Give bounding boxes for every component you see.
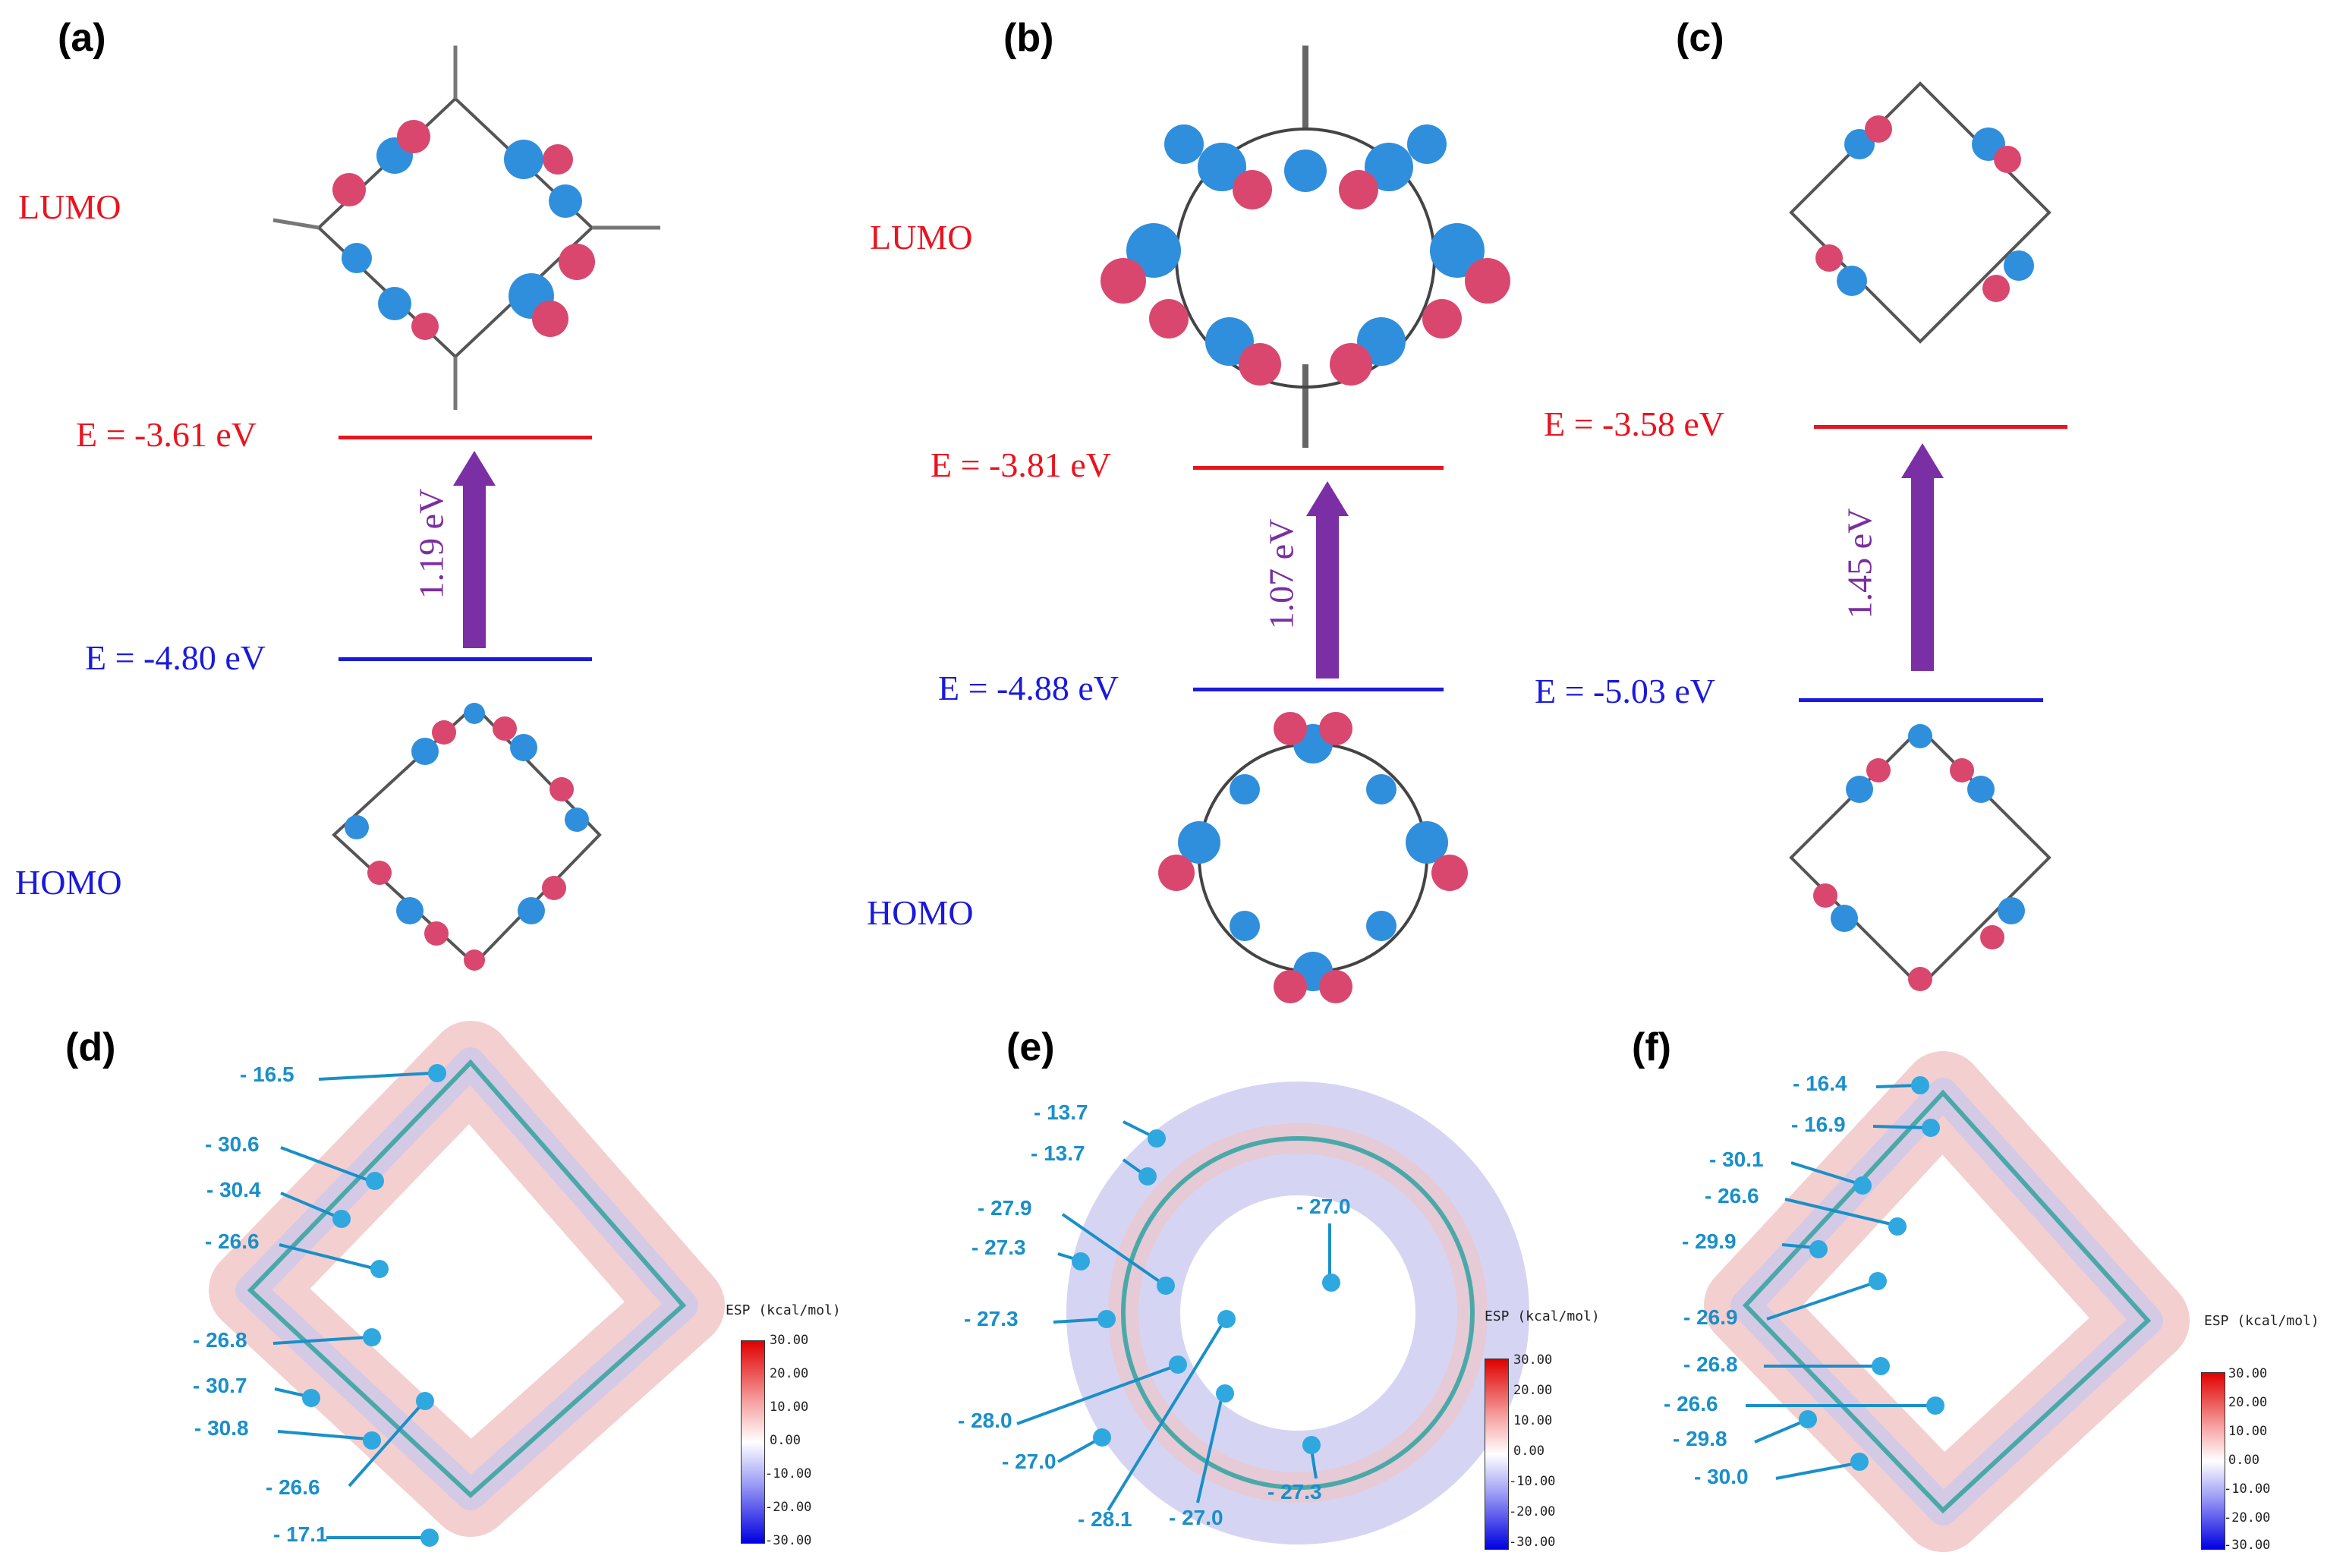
panel-e-esp-value: - 27.3 bbox=[971, 1236, 1026, 1259]
panel-f-esp-value: - 16.9 bbox=[1791, 1113, 1846, 1136]
panel-c-homo-molecule bbox=[1789, 724, 2051, 991]
panel-a-homo-molecule bbox=[332, 703, 602, 971]
panel-b-gap-arrowhead bbox=[1306, 481, 1349, 516]
panel-f-esp-value: - 30.0 bbox=[1694, 1465, 1749, 1488]
panel-d-esp-surface bbox=[209, 1021, 725, 1537]
panel-f-esp-value: - 16.4 bbox=[1793, 1072, 1847, 1095]
panel-c-lumo-energy: E = -3.58 eV bbox=[1544, 405, 1724, 443]
panel-e-esp-value: - 28.0 bbox=[958, 1409, 1012, 1432]
panel-a-lumo-energy: E = -3.61 eV bbox=[76, 415, 257, 454]
panel-e-esp-value: - 28.1 bbox=[1078, 1507, 1132, 1531]
panel-f-esp-value: - 26.8 bbox=[1683, 1352, 1738, 1376]
colorbar-f-tick: -10.00 bbox=[2224, 1481, 2271, 1497]
panel-a-gap-arrowhead bbox=[453, 451, 496, 486]
panel-a-lumo-level bbox=[339, 436, 592, 439]
colorbar-e-tick: 10.00 bbox=[1513, 1413, 1553, 1428]
esp-leader-lines bbox=[272, 1072, 1932, 1539]
panel-d-letter: (d) bbox=[65, 1025, 116, 1069]
colorbar-f-tick: -20.00 bbox=[2224, 1510, 2271, 1525]
panel-d-esp-value: - 26.8 bbox=[193, 1328, 247, 1352]
colorbar-e-tick: 0.00 bbox=[1513, 1444, 1545, 1459]
colorbar-f-tick: 30.00 bbox=[2228, 1366, 2268, 1381]
esp-marker-atoms bbox=[302, 1064, 1944, 1547]
panel-e-esp-value: - 27.3 bbox=[1267, 1480, 1322, 1503]
panel-f-esp-value: - 29.8 bbox=[1673, 1427, 1727, 1450]
colorbar-d-tick: -10.00 bbox=[765, 1466, 812, 1481]
colorbar-f bbox=[2201, 1372, 2225, 1550]
panel-b-homo-molecule bbox=[1158, 712, 1468, 1003]
panel-d-esp-value: - 30.8 bbox=[194, 1416, 249, 1440]
panel-f-esp-value: - 26.6 bbox=[1705, 1184, 1759, 1207]
panel-b-lumo-molecule bbox=[1101, 46, 1510, 448]
panel-e-esp-value: - 27.0 bbox=[1169, 1506, 1223, 1529]
panel-f-letter: (f) bbox=[1632, 1025, 1671, 1069]
panel-b-homo-label: HOMO bbox=[867, 893, 974, 932]
panel-c-gap-arrowhead bbox=[1901, 443, 1944, 478]
panel-d-esp-value: - 16.5 bbox=[240, 1063, 294, 1086]
colorbar-f-tick: 10.00 bbox=[2228, 1424, 2268, 1439]
colorbar-e bbox=[1485, 1359, 1509, 1550]
panel-f-esp-value: - 30.1 bbox=[1709, 1148, 1764, 1171]
colorbar-d-tick: 20.00 bbox=[770, 1366, 809, 1381]
colorbar-d-tick: 30.00 bbox=[770, 1333, 809, 1348]
panel-d-esp-value: - 30.7 bbox=[193, 1374, 247, 1397]
panel-d-esp-value: - 17.1 bbox=[273, 1522, 328, 1546]
colorbar-e-title: ESP (kcal/mol) bbox=[1485, 1308, 1600, 1324]
panel-e-esp-value: - 27.0 bbox=[1002, 1450, 1056, 1473]
colorbar-e-tick: -20.00 bbox=[1509, 1504, 1556, 1519]
panel-f-esp-value: - 26.6 bbox=[1664, 1392, 1718, 1415]
panel-c-homo-energy: E = -5.03 eV bbox=[1535, 672, 1715, 710]
panel-e-letter: (e) bbox=[1006, 1025, 1055, 1069]
panel-b-homo-level bbox=[1193, 688, 1444, 691]
panel-c-gap-arrow bbox=[1911, 478, 1934, 671]
panel-d-esp-value: - 30.4 bbox=[206, 1178, 261, 1201]
panel-b-homo-energy: E = -4.88 eV bbox=[938, 669, 1119, 707]
colorbar-e-tick: 20.00 bbox=[1513, 1383, 1553, 1398]
panel-a-homo-energy: E = -4.80 eV bbox=[85, 638, 266, 677]
colorbar-f-title: ESP (kcal/mol) bbox=[2204, 1313, 2319, 1329]
colorbar-d-tick: -30.00 bbox=[765, 1533, 812, 1548]
panel-d-esp-value: - 26.6 bbox=[266, 1475, 320, 1499]
panel-a-lumo-label: LUMO bbox=[18, 187, 121, 226]
panel-a-lumo-molecule bbox=[272, 46, 660, 410]
panel-c-lumo-molecule bbox=[1789, 81, 2051, 344]
panel-b-letter: (b) bbox=[1003, 16, 1054, 60]
panel-c-homo-level bbox=[1799, 698, 2043, 702]
colorbar-d bbox=[741, 1340, 765, 1544]
panel-b-lumo-label: LUMO bbox=[870, 218, 973, 257]
panel-f-esp-surface bbox=[1704, 1051, 2190, 1552]
panel-e-esp-value: - 27.3 bbox=[964, 1307, 1019, 1330]
panel-c-lumo-level bbox=[1814, 425, 2067, 429]
panel-e-esp-surface bbox=[1066, 1082, 1529, 1544]
colorbar-f-tick: 0.00 bbox=[2228, 1453, 2259, 1468]
panel-b-gap-arrow bbox=[1316, 516, 1339, 679]
panel-a-homo-label: HOMO bbox=[15, 863, 122, 902]
colorbar-d-title: ESP (kcal/mol) bbox=[726, 1302, 841, 1318]
panel-b-lumo-level bbox=[1193, 466, 1444, 470]
panel-a-gap-arrow bbox=[463, 486, 486, 648]
panel-e-esp-value: - 27.9 bbox=[978, 1196, 1032, 1220]
panel-e-esp-value: - 13.7 bbox=[1034, 1100, 1088, 1124]
colorbar-e-tick: -10.00 bbox=[1509, 1474, 1556, 1489]
panel-f-esp-value: - 26.9 bbox=[1683, 1305, 1738, 1329]
colorbar-f-tick: 20.00 bbox=[2228, 1395, 2268, 1410]
colorbar-e-tick: 30.00 bbox=[1513, 1352, 1553, 1368]
colorbar-d-tick: 10.00 bbox=[770, 1400, 809, 1415]
colorbar-d-tick: -20.00 bbox=[765, 1500, 812, 1515]
colorbar-e-tick: -30.00 bbox=[1509, 1535, 1556, 1550]
panel-e-esp-value: - 13.7 bbox=[1031, 1141, 1085, 1165]
panel-e-esp-value: - 27.0 bbox=[1296, 1195, 1351, 1218]
panel-d-esp-value: - 26.6 bbox=[205, 1230, 260, 1253]
panel-a-homo-level bbox=[339, 657, 592, 661]
panel-d-esp-value: - 30.6 bbox=[205, 1132, 260, 1156]
panel-c-letter: (c) bbox=[1676, 16, 1724, 60]
colorbar-d-tick: 0.00 bbox=[770, 1433, 801, 1448]
panel-a-letter: (a) bbox=[58, 16, 106, 60]
colorbar-f-tick: -30.00 bbox=[2224, 1538, 2271, 1553]
panel-f-esp-value: - 29.9 bbox=[1682, 1230, 1737, 1253]
panel-b-lumo-energy: E = -3.81 eV bbox=[930, 446, 1111, 484]
